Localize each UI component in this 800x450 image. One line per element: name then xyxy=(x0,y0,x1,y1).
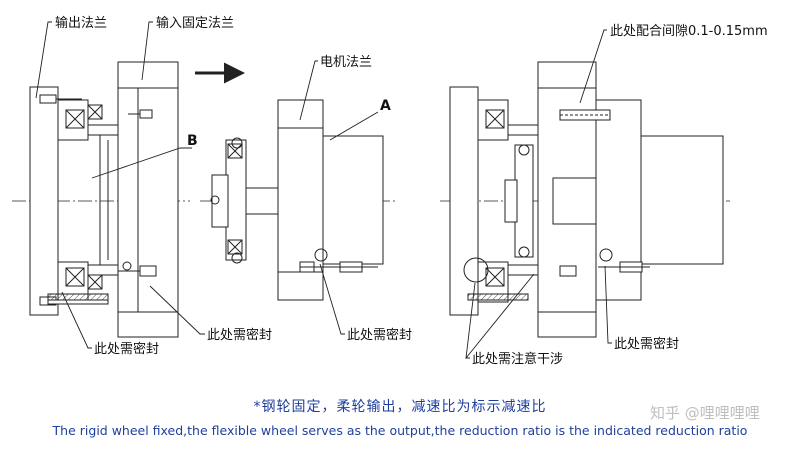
caption-english: The rigid wheel fixed,the flexible wheel… xyxy=(52,423,748,438)
label-interference: 此处需注意干涉 xyxy=(472,351,563,367)
label-seal-motor-flange: 此处需密封 xyxy=(347,327,412,343)
leader-lines xyxy=(35,21,612,359)
input-fixed-flange xyxy=(117,61,179,338)
output-flange-plate xyxy=(29,86,59,316)
label-motor-flange: 电机法兰 xyxy=(320,55,372,70)
motor-assembly xyxy=(195,62,398,301)
label-seal-output-flange: 此处需密封 xyxy=(94,341,159,357)
label-letter-b: B xyxy=(187,133,198,149)
zhihu-watermark: 知乎 @哩哩哩哩 xyxy=(650,404,760,422)
label-seal-right: 此处需密封 xyxy=(614,336,679,352)
caption-chinese: *钢轮固定，柔轮输出，减速比为标示减速比 xyxy=(253,399,547,415)
interference-zone xyxy=(463,257,489,283)
left-top-bearing xyxy=(65,104,103,129)
left-seal-ring xyxy=(122,261,132,271)
left-assembly xyxy=(12,61,190,338)
wave-generator xyxy=(210,137,247,264)
label-fit-clearance: 此处配合间隙0.1-0.15mm xyxy=(610,24,768,39)
label-letter-a: A xyxy=(380,98,391,114)
label-seal-input-flange: 此处需密封 xyxy=(207,327,272,343)
label-output-flange: 输出法兰 xyxy=(55,15,107,31)
right-assembly xyxy=(440,61,730,338)
label-input-fixed-flange: 输入固定法兰 xyxy=(156,15,234,31)
motor-body xyxy=(322,135,384,265)
motor-seal-ring xyxy=(314,248,328,262)
